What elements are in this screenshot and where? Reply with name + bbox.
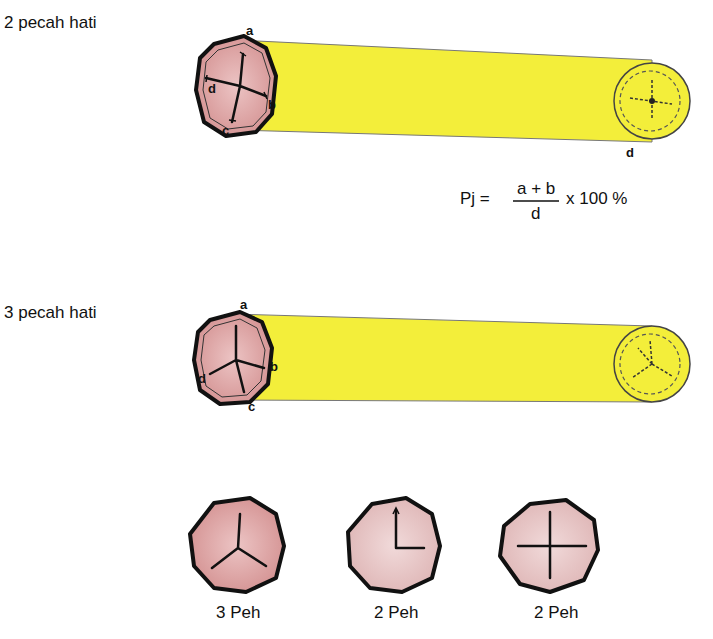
log-two	[194, 312, 690, 404]
diameter-letter: d	[626, 146, 634, 160]
crack-letter: c	[222, 124, 229, 138]
formula-text: x 100 %	[566, 190, 627, 209]
log-one	[196, 36, 690, 142]
row-heading: 2 pecah hati	[4, 14, 97, 33]
end-view-caption: 2 Peh	[534, 604, 578, 623]
crack-letter: b	[268, 98, 276, 112]
crack-letter: c	[248, 400, 255, 414]
crack-letter: a	[246, 24, 253, 38]
crack-letter: d	[208, 82, 216, 96]
crack-letter: b	[270, 360, 278, 374]
formula-denominator: d	[531, 205, 540, 224]
end-view-caption: 3 Peh	[216, 604, 260, 623]
end-view-caption: 2 Peh	[374, 604, 418, 623]
fraction-bar	[513, 200, 559, 202]
formula-numerator: a + b	[517, 180, 555, 199]
row-heading: 3 pecah hati	[4, 304, 97, 323]
crack-letter: d	[198, 372, 206, 386]
crack-letter: a	[240, 298, 247, 312]
formula-text: Pj =	[460, 190, 490, 209]
end-views	[190, 498, 598, 592]
